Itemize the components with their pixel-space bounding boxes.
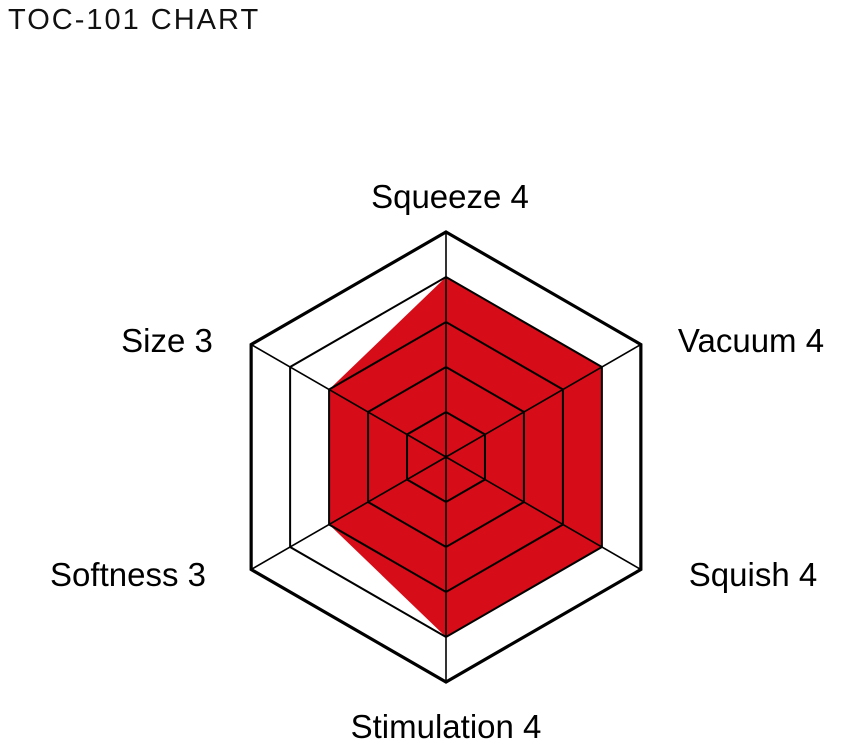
chart-title: TOC-101 CHART	[8, 4, 261, 36]
data-area	[329, 277, 602, 637]
axis-label-vacuum: Vacuum 4	[678, 322, 824, 359]
axis-label-size: Size 3	[121, 322, 213, 359]
axis-spoke-softness	[250, 456, 447, 571]
axis-label-stimulation: Stimulation 4	[351, 708, 542, 745]
axis-label-squeeze: Squeeze 4	[371, 178, 529, 215]
axis-label-squish: Squish 4	[689, 556, 817, 593]
axis-spoke-squish	[445, 456, 642, 571]
axis-label-softness: Softness 3	[50, 556, 206, 593]
axis-spoke-size	[250, 343, 447, 458]
axis-spoke-vacuum	[445, 343, 642, 458]
